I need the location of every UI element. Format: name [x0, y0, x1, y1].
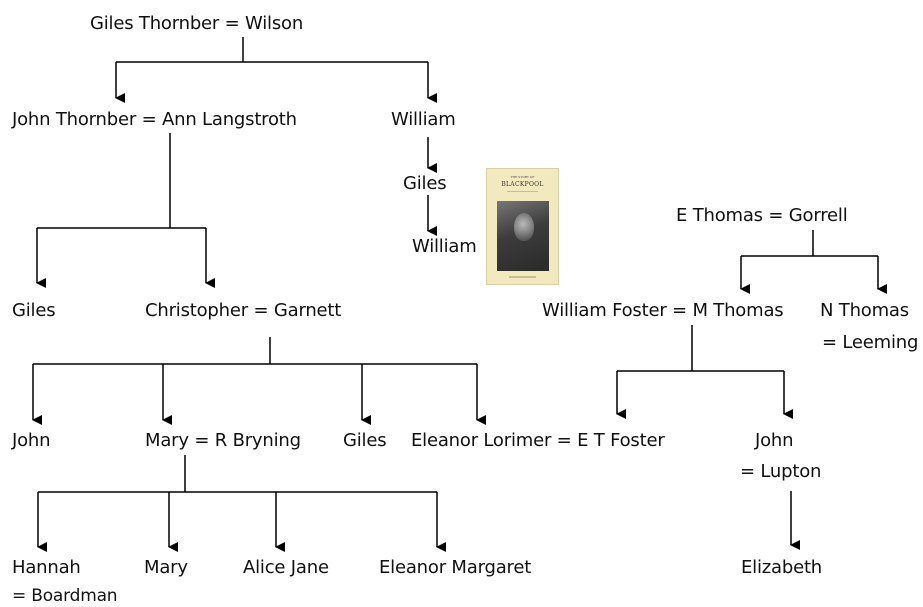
person-eleanor-margaret: Eleanor Margaret	[379, 557, 532, 578]
person-john-foster-spouse: = Lupton	[740, 461, 822, 482]
person-eleanor-lorimer-et-foster: Eleanor Lorimer = E T Foster	[411, 430, 665, 451]
person-mary-r-bryning: Mary = R Bryning	[145, 430, 301, 451]
person-john-thornber-ann-langstroth: John Thornber = Ann Langstroth	[12, 109, 297, 130]
person-e-thomas-gorrell: E Thomas = Gorrell	[676, 205, 848, 226]
person-john-foster: John	[755, 430, 794, 451]
person-william-1: William	[391, 109, 456, 130]
person-hannah-spouse: = Boardman	[12, 586, 118, 606]
book-cover-rule	[507, 191, 538, 192]
book-cover-image: THE STORY OF BLACKPOOL	[486, 168, 559, 285]
person-giles-gen4: Giles	[343, 430, 387, 451]
person-elizabeth: Elizabeth	[741, 557, 823, 578]
person-n-thomas: N Thomas	[820, 300, 909, 321]
person-hannah: Hannah	[12, 557, 81, 578]
person-alice-jane: Alice Jane	[243, 557, 329, 578]
book-cover-title: BLACKPOOL	[501, 181, 544, 188]
person-christopher-garnett: Christopher = Garnett	[145, 300, 342, 321]
book-cover-subtitle: THE STORY OF	[510, 175, 535, 179]
person-william-foster-m-thomas: William Foster = M Thomas	[542, 300, 784, 321]
person-john-gen4: John	[12, 430, 51, 451]
person-giles-gen3: Giles	[12, 300, 56, 321]
book-cover-footer	[509, 276, 536, 278]
book-cover-portrait	[497, 201, 549, 271]
person-n-thomas-spouse: = Leeming	[822, 332, 919, 353]
person-william-2: William	[412, 236, 477, 257]
person-giles-thornber-wilson: Giles Thornber = Wilson	[90, 13, 304, 34]
person-mary-gen5: Mary	[144, 557, 188, 578]
person-giles-son-of-william: Giles	[403, 173, 447, 194]
portrait-face	[514, 213, 534, 241]
